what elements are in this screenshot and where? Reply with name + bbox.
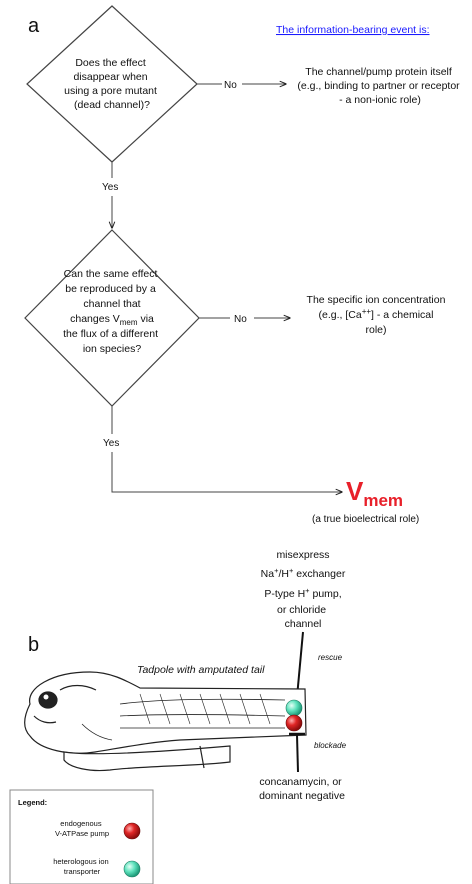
question-2-vmem-a: changes V	[70, 313, 120, 325]
question-1: Does the effect disappear when using a p…	[64, 57, 160, 111]
vmem-caption: (a true bioelectrical role)	[312, 514, 419, 525]
tadpole-drawing	[24, 671, 307, 772]
legend-title: Legend:	[18, 798, 47, 807]
question-2-vmem-sub: mem	[120, 318, 138, 327]
yes-label-1: Yes	[102, 182, 118, 193]
misexpress-chloride: or chloride channel	[277, 604, 329, 630]
yes-arrow-2-path	[111, 452, 342, 492]
vmem-sub: mem	[363, 491, 403, 510]
header-link[interactable]: The information-bearing event is:	[276, 24, 430, 36]
legend-item-transporter-text: heterologous ion transporter	[53, 857, 111, 876]
blockade-line	[296, 734, 299, 773]
legend-item-pump-text: endogenous V-ATPase pump	[55, 819, 109, 838]
misexpress-sup: +	[274, 566, 279, 575]
vmem-main: V	[346, 476, 364, 506]
transporter-sphere	[285, 699, 303, 717]
misexpress-na: Na	[261, 568, 275, 580]
misexpress-sup: +	[289, 566, 294, 575]
question-1-line: disappear when	[73, 71, 147, 83]
misexpress-exch: exchanger	[293, 568, 345, 580]
misexpress-text: misexpress	[276, 549, 329, 561]
yes-label-2: Yes	[103, 438, 119, 449]
misexpress-line: misexpress	[276, 549, 329, 561]
result-protein: The channel/pump protein itself (e.g., b…	[297, 66, 462, 106]
blockade-label: blockade	[314, 741, 347, 750]
result-ion-ca: (e.g., [Ca++] - a chemical	[319, 307, 434, 321]
misexpress-exchanger: Na+/H+ exchanger	[261, 566, 346, 580]
tadpole-label: Tadpole with amputated tail	[137, 664, 265, 676]
legend-transporter-icon	[123, 860, 141, 878]
misexpress-line: or chloride	[277, 604, 326, 616]
panel-a-label: a	[28, 15, 40, 37]
result-ion: The specific ion concentration	[307, 294, 446, 306]
misexpress-line: channel	[285, 618, 322, 630]
question-2-line: Can the same effect	[64, 268, 158, 280]
result-protein-line: (e.g., binding to partner or receptor	[297, 80, 460, 92]
result-ion-line: The specific ion concentration	[307, 294, 446, 306]
blockers-line: dominant negative	[259, 790, 345, 802]
result-ion-ca-b: ] - a chemical	[371, 309, 433, 321]
question-2-line: ion species?	[83, 343, 142, 355]
question-2: Can the same effect be reproduced by a c…	[64, 268, 161, 310]
pump-sphere	[285, 714, 303, 732]
no-label-1: No	[224, 80, 237, 91]
result-ion-tail: role)	[365, 324, 386, 336]
no-label-2: No	[234, 314, 247, 325]
blockers-line: concanamycin, or	[259, 776, 342, 788]
legend-pump-icon	[123, 822, 141, 840]
legend-item-transporter-line: heterologous ion	[53, 857, 108, 866]
question-1-line: Does the effect	[75, 57, 146, 69]
blockers-text: concanamycin, or dominant negative	[259, 776, 345, 802]
rescue-label: rescue	[318, 653, 343, 662]
panel-b-label: b	[28, 634, 39, 656]
question-2-tail: the flux of a different ion species?	[63, 328, 161, 355]
result-protein-line: - a non-ionic role)	[339, 94, 421, 106]
legend-item-pump-line: endogenous	[60, 819, 102, 828]
legend-item-transporter-line: transporter	[64, 867, 101, 876]
misexpress-h: /H	[278, 568, 289, 580]
vmem-result: Vmem	[346, 476, 403, 510]
question-2-line: the flux of a different	[63, 328, 158, 340]
misexpress-sup: +	[305, 586, 310, 595]
question-2-vmem-b: via	[138, 313, 155, 325]
misexpress-ptype: P-type H	[264, 588, 305, 600]
question-1-line: (dead channel)?	[74, 99, 150, 111]
misexpress-pump-end: pump,	[310, 588, 342, 600]
legend-item-pump-line: V-ATPase pump	[55, 829, 109, 838]
question-2-vmem-line: changes Vmem via	[70, 313, 154, 327]
question-2-line: be reproduced by a	[65, 283, 156, 295]
result-ion-ca-a: (e.g., [Ca	[319, 309, 362, 321]
decision-diamond-1	[26, 5, 198, 163]
misexpress-pump: P-type H+ pump,	[264, 586, 341, 600]
question-1-line: using a pore mutant	[64, 85, 157, 97]
result-ion-ca-sup: ++	[362, 307, 372, 316]
result-protein-line: The channel/pump protein itself	[305, 66, 452, 78]
question-2-line: channel that	[83, 298, 140, 310]
